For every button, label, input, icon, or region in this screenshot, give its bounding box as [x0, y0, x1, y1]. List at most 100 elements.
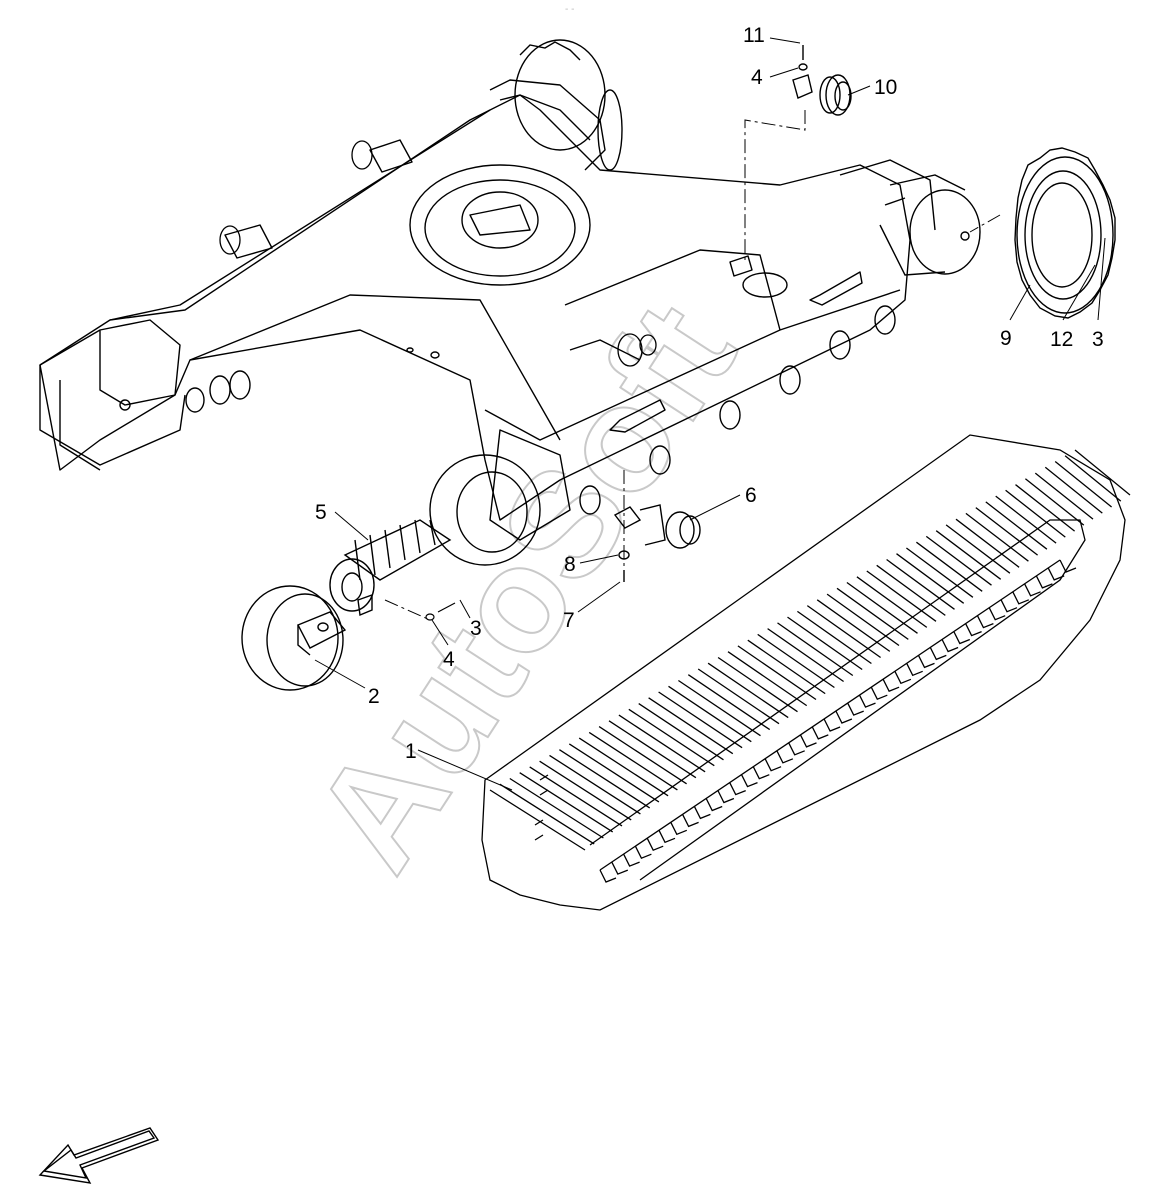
track-link — [1000, 599, 1018, 613]
track-link — [764, 758, 782, 772]
track-link — [965, 623, 982, 637]
track-shoe — [995, 495, 1057, 544]
track-chain — [481, 434, 1131, 911]
watermark: AutoSoft — [280, 274, 768, 898]
track-link — [953, 631, 971, 645]
callout-9: 9 — [1000, 327, 1012, 350]
track-link — [906, 663, 923, 677]
track-shoe — [896, 553, 965, 604]
final-drive — [879, 174, 981, 276]
track-link — [788, 742, 805, 756]
track-link — [705, 798, 723, 812]
track-shoe — [797, 610, 872, 665]
track-frame — [39, 79, 936, 541]
track-link — [658, 830, 676, 844]
track-link — [599, 869, 617, 883]
track-shoe — [945, 524, 1011, 574]
callout-10: 10 — [874, 76, 897, 99]
track-shoe — [648, 697, 734, 755]
assembly-guide-lines — [384, 110, 1001, 621]
track-shoe — [618, 714, 706, 773]
track-shoe — [568, 743, 660, 803]
track-link — [611, 861, 629, 875]
track-link — [1047, 567, 1065, 581]
track-shoe — [628, 708, 715, 767]
track-link — [646, 837, 664, 852]
track-shoe — [549, 754, 641, 815]
track-link — [929, 647, 947, 661]
track-shoe — [529, 766, 623, 827]
track-shoe — [836, 587, 909, 640]
track-shoe — [588, 731, 678, 791]
track-shoe — [985, 501, 1048, 550]
track-link — [670, 822, 688, 836]
track-shoe — [955, 518, 1020, 568]
callout-3-right: 3 — [1092, 328, 1104, 351]
track-shoe — [1034, 472, 1094, 520]
track-shoe — [519, 772, 614, 833]
track-shoe — [598, 726, 687, 785]
track-shoe — [1024, 478, 1085, 526]
track-shoe — [509, 777, 604, 839]
callout-5: 5 — [315, 501, 327, 524]
track-link — [1035, 575, 1053, 589]
watermark-text: AutoSoft — [281, 275, 767, 897]
track-link — [858, 694, 876, 708]
track-shoe — [806, 605, 881, 659]
track-shoe — [638, 703, 724, 761]
track-shoe — [727, 651, 808, 707]
track-shoe — [1064, 455, 1122, 502]
track-shoe — [856, 576, 928, 628]
callout-6: 6 — [745, 484, 757, 507]
front-idler-on-frame — [429, 454, 541, 566]
track-link — [717, 790, 735, 804]
track-shoe — [678, 679, 761, 737]
front-idler — [241, 585, 347, 691]
bolt-washer-left — [425, 602, 456, 621]
track-shoe — [608, 720, 697, 779]
bottom-rollers — [185, 305, 896, 515]
track-shoe — [1054, 460, 1113, 508]
track-link — [799, 734, 817, 748]
track-shoe — [846, 581, 918, 634]
track-shoe — [737, 645, 817, 701]
track-shoe — [876, 564, 946, 616]
track-shoe — [578, 737, 669, 797]
callout-12: 12 — [1050, 328, 1073, 351]
track-shoe — [787, 616, 863, 671]
track-link — [693, 806, 711, 820]
callout-4-top: 4 — [751, 66, 763, 89]
track-link — [752, 766, 770, 780]
track-link — [988, 607, 1006, 621]
rear-idler-on-frame — [514, 39, 623, 171]
track-link — [823, 718, 841, 732]
track-link — [976, 615, 994, 629]
carrier-roller-part — [792, 45, 852, 116]
callout-11: 11 — [743, 24, 765, 47]
track-shoe — [757, 633, 835, 689]
callout-labels: 11 4 10 9 12 3 5 6 8 7 3 4 2 1 — [315, 24, 1104, 763]
track-shoe — [767, 628, 844, 683]
track-shoe — [489, 789, 586, 851]
track-shoe — [866, 570, 937, 622]
track-shoe — [925, 535, 992, 586]
track-link — [1024, 583, 1041, 597]
track-link — [882, 678, 900, 693]
track-shoe — [886, 558, 955, 610]
callout-4-left: 4 — [443, 648, 455, 671]
track-link — [740, 774, 758, 788]
track-link — [870, 686, 888, 701]
track-shoe — [816, 599, 891, 652]
callout-1: 1 — [405, 740, 417, 763]
callout-2: 2 — [368, 685, 380, 708]
track-shoe — [499, 783, 595, 845]
track-shoe — [826, 593, 900, 647]
track-shoe — [975, 507, 1038, 556]
track-link — [917, 655, 935, 669]
track-link — [1012, 591, 1030, 605]
track-link — [835, 710, 853, 724]
track-shoe — [697, 668, 780, 725]
track-shoe — [916, 541, 983, 592]
track-shoe — [1044, 466, 1103, 514]
